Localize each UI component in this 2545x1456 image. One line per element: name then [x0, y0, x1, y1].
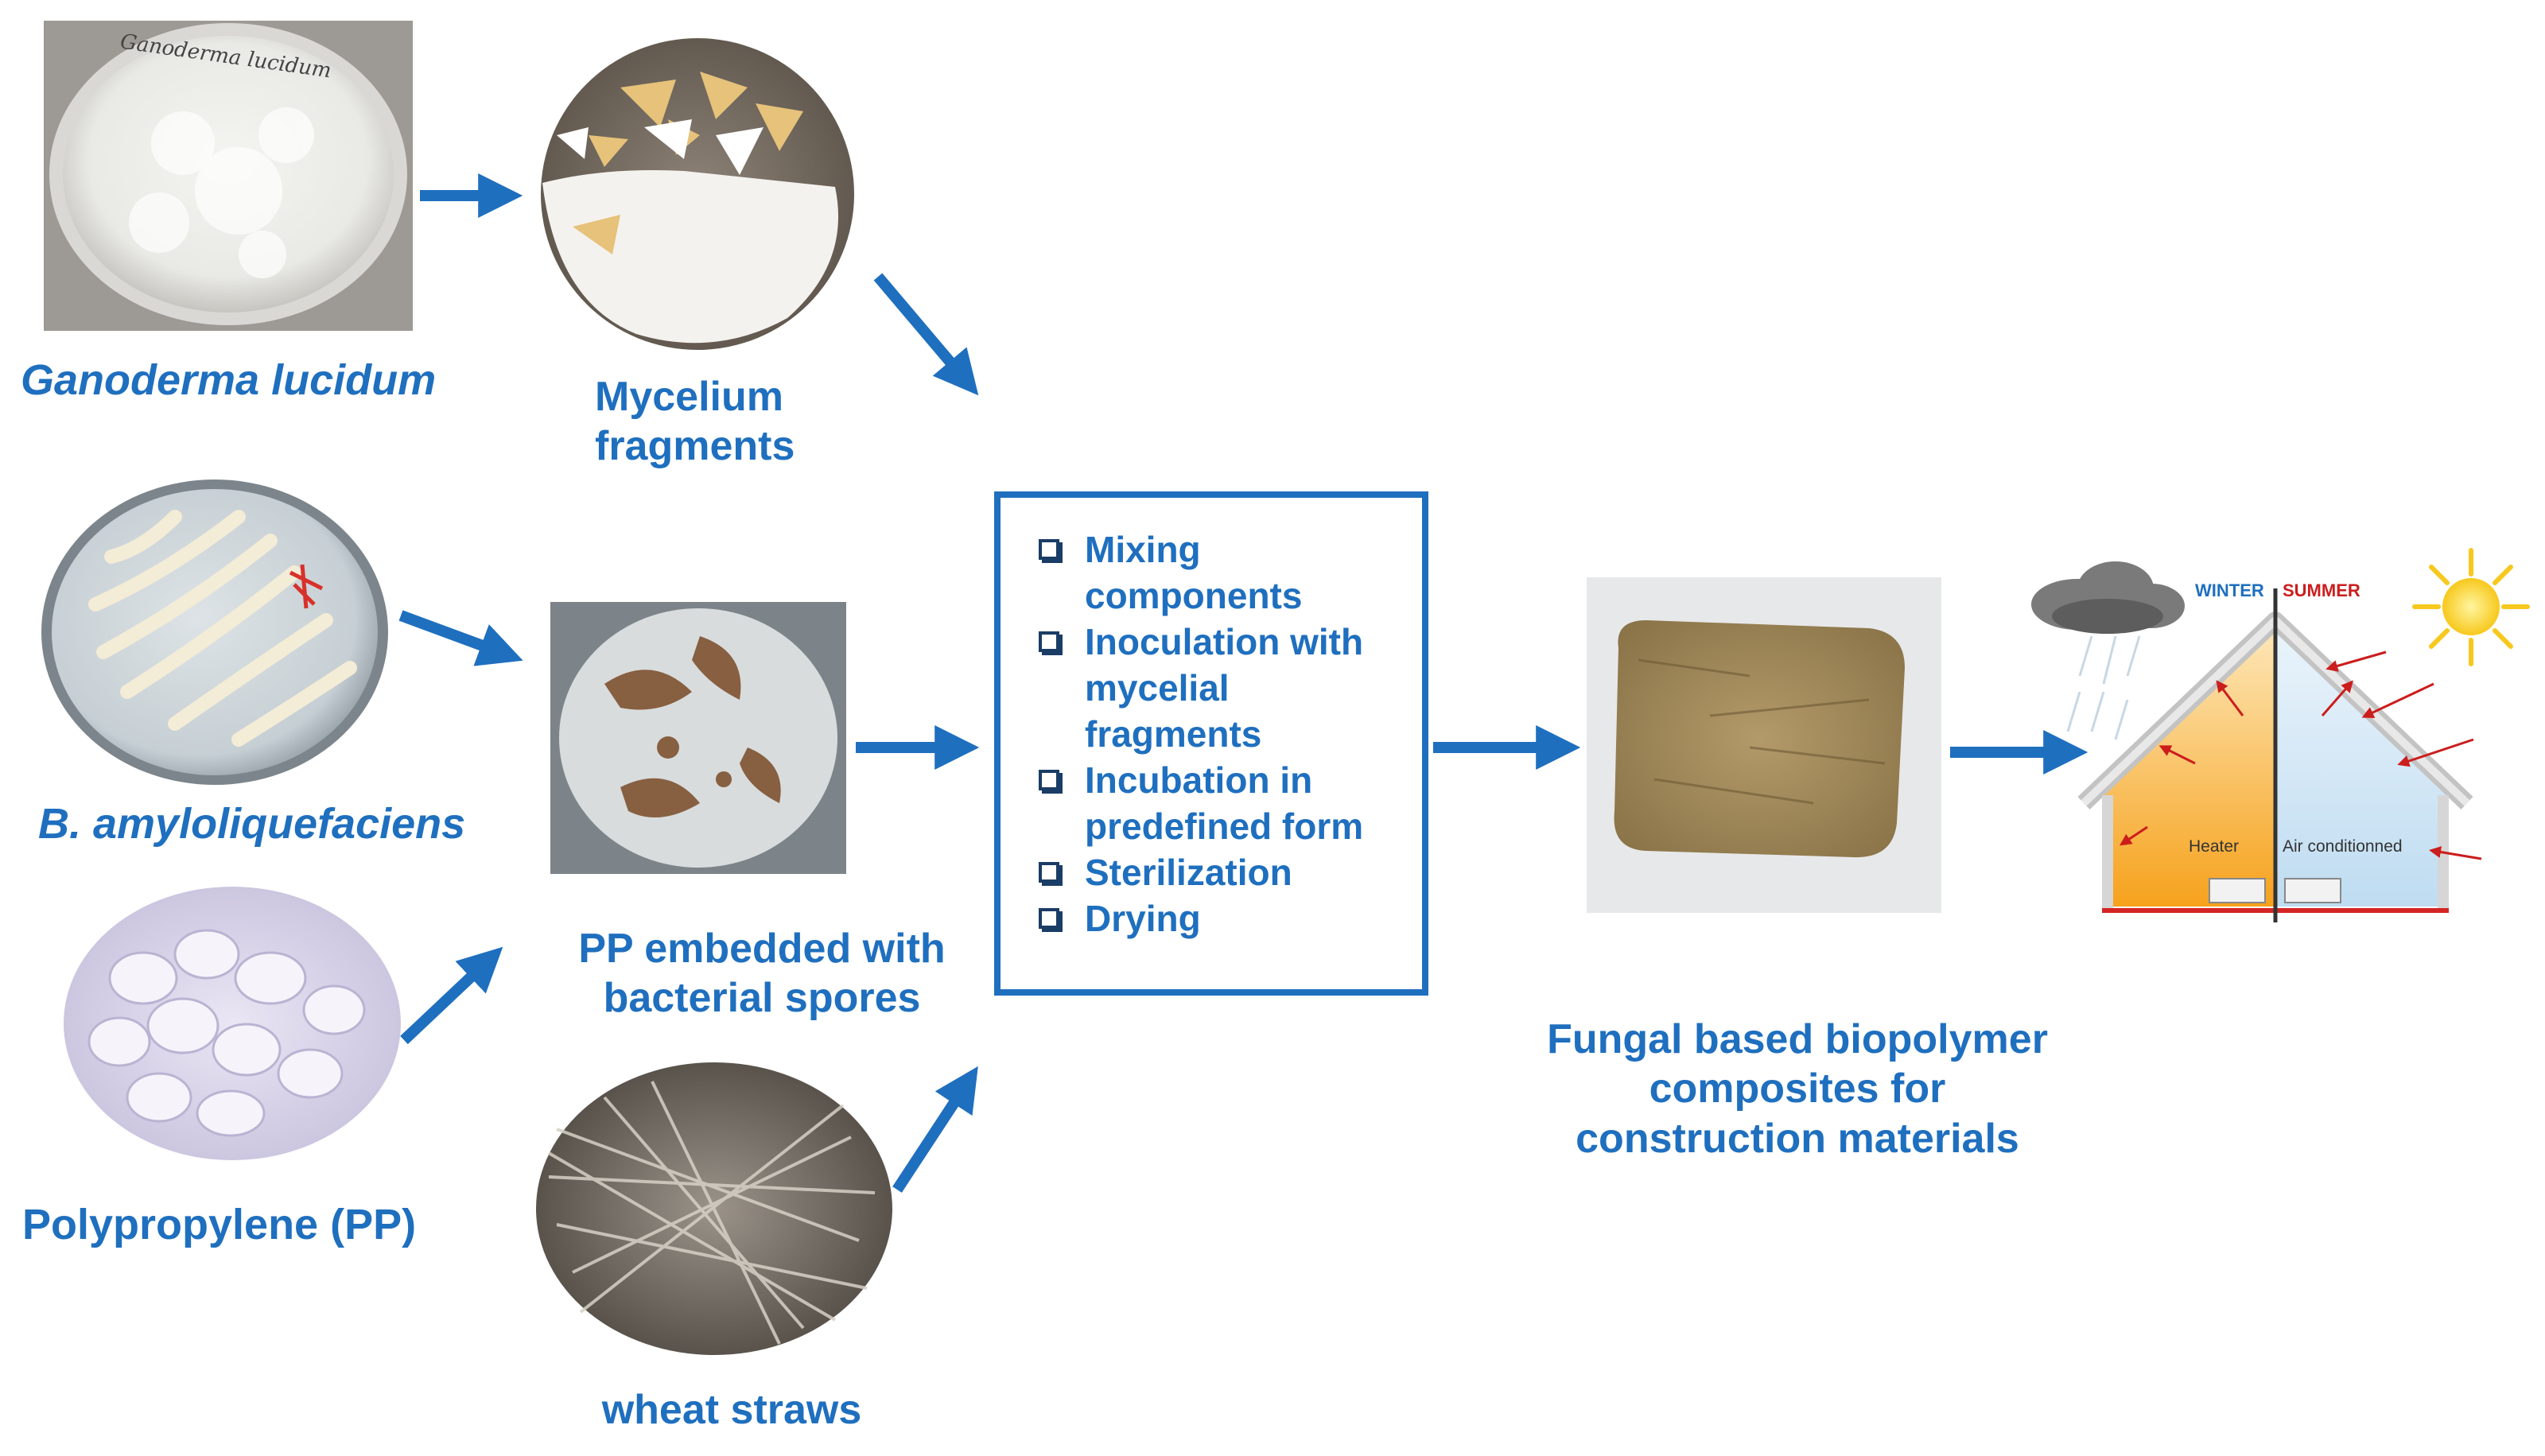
house-summer-label: SUMMER: [2283, 580, 2360, 600]
polypropylene-label: Polypropylene (PP): [22, 1201, 417, 1248]
process-step-text: Sterilization: [1085, 852, 1292, 893]
process-steps-list: Mixing components Inoculation with mycel…: [1001, 498, 1422, 942]
process-step: Drying: [1037, 895, 1406, 942]
checkbox-bullet-icon: [1039, 862, 1059, 883]
mycelium-label-line2: fragments: [595, 423, 795, 470]
wheat-straws-photo: [536, 1062, 892, 1355]
pp-embedded-label-line1: PP embedded with: [578, 926, 946, 972]
process-step: Sterilization: [1037, 849, 1406, 895]
bacillus-plate-photo: [41, 480, 388, 785]
ganoderma-label: Ganoderma lucidum: [21, 356, 437, 404]
process-step: Mixing components: [1037, 526, 1406, 619]
house-air-conditioned-label: Air conditionned: [2283, 837, 2403, 856]
mycelium-label-line1: Mycelium: [595, 374, 783, 420]
process-step: Incubation in predefined form: [1037, 757, 1406, 849]
arrow-bacillus-to-pp: [398, 610, 523, 666]
arrow-wheat-to-process: [892, 1066, 978, 1193]
composite-block-photo: [1587, 577, 1941, 913]
arrow-polypropylene-to-pp: [400, 946, 503, 1045]
ganoderma-plate-photo: [44, 21, 413, 331]
process-step-text: Drying: [1085, 898, 1201, 939]
polypropylene-photo: [64, 887, 401, 1160]
checkbox-bullet-icon: [1039, 770, 1059, 790]
pp-embedded-photo: [550, 602, 846, 874]
bacillus-label: B. amyloliquefaciens: [38, 800, 466, 848]
cloud-icon: [2031, 561, 2185, 634]
arrow-mycelium-to-process: [873, 273, 979, 396]
sun-icon: [2412, 548, 2530, 666]
process-step-text: Incubation in predefined form: [1085, 759, 1364, 847]
pp-embedded-label: PP embedded with bacterial spores: [534, 924, 989, 1023]
process-step: Inoculation with mycelial fragments: [1037, 619, 1406, 757]
mycelium-label: Mycelium fragments: [595, 372, 795, 472]
product-label-line3: construction materials: [1576, 1115, 2019, 1162]
checkbox-bullet-icon: [1039, 908, 1059, 929]
product-label-line1: Fungal based biopolymer: [1547, 1016, 2048, 1062]
process-step-text: Inoculation with mycelial fragments: [1085, 621, 1364, 755]
pp-embedded-label-line2: bacterial spores: [603, 975, 921, 1022]
checkbox-bullet-icon: [1039, 631, 1059, 652]
process-steps-box: Mixing components Inoculation with mycel…: [994, 491, 1428, 996]
house-winter-label: WINTER: [2195, 580, 2264, 600]
process-step-text: Mixing components: [1085, 529, 1303, 616]
wheat-label: wheat straws: [601, 1387, 862, 1433]
mycelium-fragments-photo: [541, 38, 854, 350]
checkbox-bullet-icon: [1039, 539, 1059, 560]
house-illustration: [2031, 548, 2530, 922]
flow-arrows: [398, 173, 2088, 1193]
product-label: Fungal based biopolymer composites for c…: [1479, 1015, 2116, 1163]
product-label-line2: composites for: [1649, 1066, 1946, 1112]
house-heater-label: Heater: [2189, 837, 2240, 856]
